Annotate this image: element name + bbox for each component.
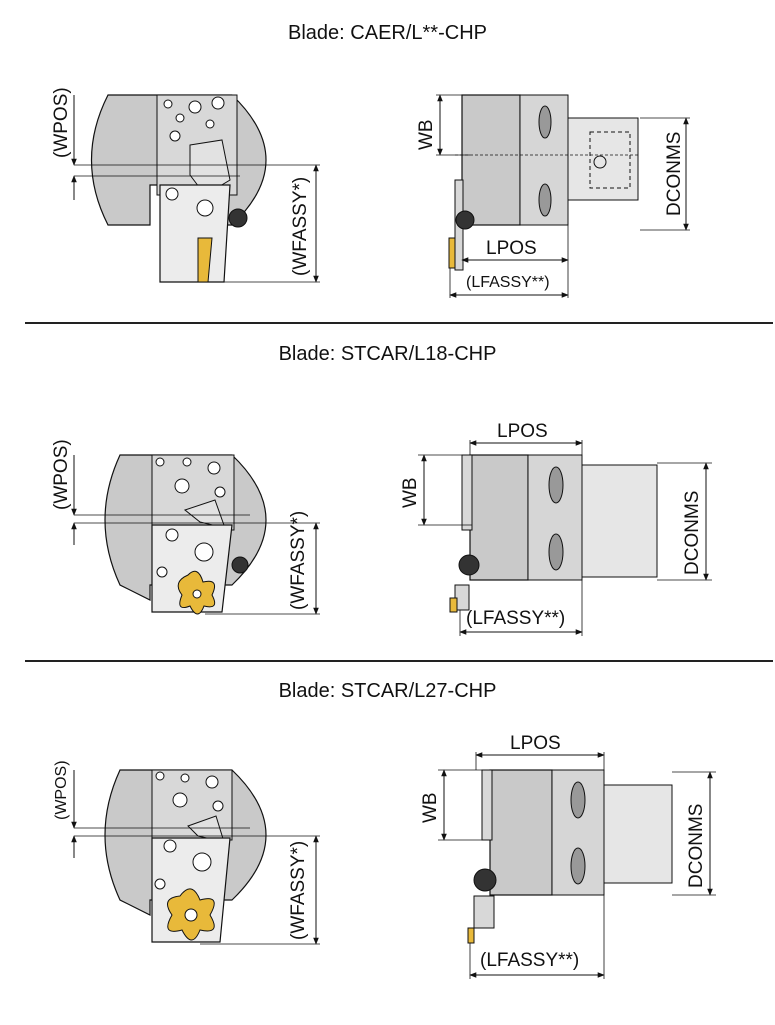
section-divider [25,660,773,662]
section-divider [25,322,773,324]
section-1-side-view [436,94,690,298]
wb-label: WB [416,119,437,150]
lfassy-label: (LFASSY**) [480,950,579,971]
dconms-label: DCONMS [686,804,707,888]
section-3-side-view [438,752,716,979]
section-2-side-view [418,440,712,636]
section-1-front-view [71,94,320,283]
lpos-label: LPOS [510,733,561,754]
wpos-label: (WPOS) [51,87,72,158]
section-1-title: Blade: CAER/L**-CHP [288,22,487,44]
wpos-label: (WPOS) [51,439,72,510]
wfassy-label: (WFASSY*) [290,177,311,276]
section-2-front-view [71,454,320,615]
dconms-label: DCONMS [682,491,703,575]
section-3-front-view [71,769,320,945]
lfassy-label: (LFASSY**) [466,274,550,291]
lfassy-label: (LFASSY**) [466,608,565,629]
wpos-label: (WPOS) [53,760,70,820]
section-2-title: Blade: STCAR/L18-CHP [278,343,497,365]
wb-label: WB [420,792,441,823]
wfassy-label: (WFASSY*) [288,511,309,610]
wb-label: WB [400,477,421,508]
lpos-label: LPOS [497,421,548,442]
lpos-label: LPOS [486,238,537,259]
wfassy-label: (WFASSY*) [288,841,309,940]
section-3-title: Blade: STCAR/L27-CHP [278,680,497,702]
dconms-label: DCONMS [664,132,685,216]
